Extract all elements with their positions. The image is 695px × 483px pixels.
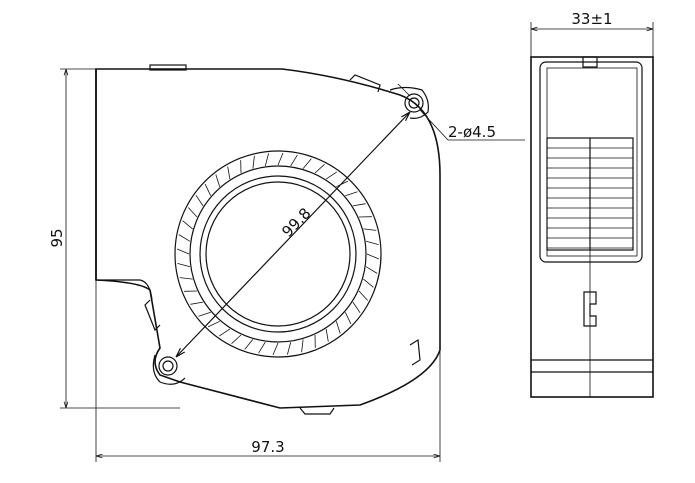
impeller-blade <box>244 339 254 350</box>
impeller-blade <box>325 171 338 180</box>
impeller-blade <box>188 207 198 218</box>
impeller-blade <box>363 278 374 288</box>
diagonal-label: 99.8 <box>278 204 314 241</box>
side-tab-3 <box>144 299 161 332</box>
impeller-blade <box>345 191 358 197</box>
impeller-blade <box>264 153 269 167</box>
impeller-blade <box>365 266 378 274</box>
impeller-blade <box>352 301 361 314</box>
impeller-blade <box>287 341 292 355</box>
impeller-blade <box>179 277 193 280</box>
impeller-blade <box>215 174 221 187</box>
hole-leader-1 <box>397 83 411 97</box>
impeller-blade <box>358 290 368 301</box>
impeller-blade <box>363 228 377 231</box>
mount-hole-top <box>404 93 424 113</box>
impeller-blade <box>344 312 352 325</box>
impeller-blade <box>178 234 191 242</box>
impeller-blade <box>252 155 255 169</box>
mount-hole-bottom-inner <box>162 360 174 372</box>
impeller-blade-ring <box>189 165 367 343</box>
connector-notch <box>583 291 597 327</box>
impeller-blade <box>218 328 231 337</box>
impeller-blade <box>335 321 341 334</box>
impeller-blade <box>272 342 279 356</box>
hub-outer <box>199 175 357 333</box>
height-label: 95 <box>48 228 66 247</box>
impeller-blade <box>352 203 366 207</box>
housing-bottom-left <box>96 279 153 301</box>
impeller-blade <box>365 240 379 245</box>
impeller-blade <box>277 152 284 166</box>
impeller-blade <box>198 311 211 317</box>
impeller-blade <box>182 220 193 230</box>
impeller-blade <box>231 334 242 344</box>
impeller-blade <box>302 158 312 169</box>
top-notch <box>582 56 598 68</box>
impeller-blade <box>258 341 266 354</box>
impeller-blade <box>190 301 204 305</box>
side-outlet-frame <box>539 61 643 263</box>
side-view: 33±1 <box>530 10 654 398</box>
impeller-blade <box>325 328 329 342</box>
impeller-blade <box>314 164 325 174</box>
housing-outline <box>95 68 441 409</box>
impeller-blade <box>290 154 298 167</box>
mount-ear-bottom <box>152 354 186 385</box>
mount-hole-bottom <box>158 356 178 376</box>
hole-leader-2 <box>419 109 449 141</box>
front-view: 99.8 2-ø4.5 95 97.3 <box>48 64 525 462</box>
impeller-blade <box>177 263 191 268</box>
impeller-blade <box>227 166 231 180</box>
top-tab <box>149 64 187 71</box>
impeller-blade <box>366 253 380 260</box>
impeller-blade <box>204 183 212 196</box>
impeller-blade <box>301 339 304 353</box>
depth-label: 33±1 <box>571 10 612 28</box>
grille-slats <box>547 147 633 249</box>
bottom-tab <box>299 407 335 415</box>
side-tab-2 <box>409 338 421 366</box>
mount-hole-top-inner <box>408 97 420 109</box>
impeller-blade <box>195 194 204 207</box>
mount-ear-top <box>389 86 429 119</box>
holes-label: 2-ø4.5 <box>448 123 496 141</box>
diagonal-dimension-line <box>176 112 410 357</box>
side-body <box>530 56 654 398</box>
hub-inner <box>205 181 351 327</box>
impeller-blade <box>176 248 190 255</box>
width-label: 97.3 <box>251 438 284 456</box>
side-tab-1 <box>349 74 381 93</box>
